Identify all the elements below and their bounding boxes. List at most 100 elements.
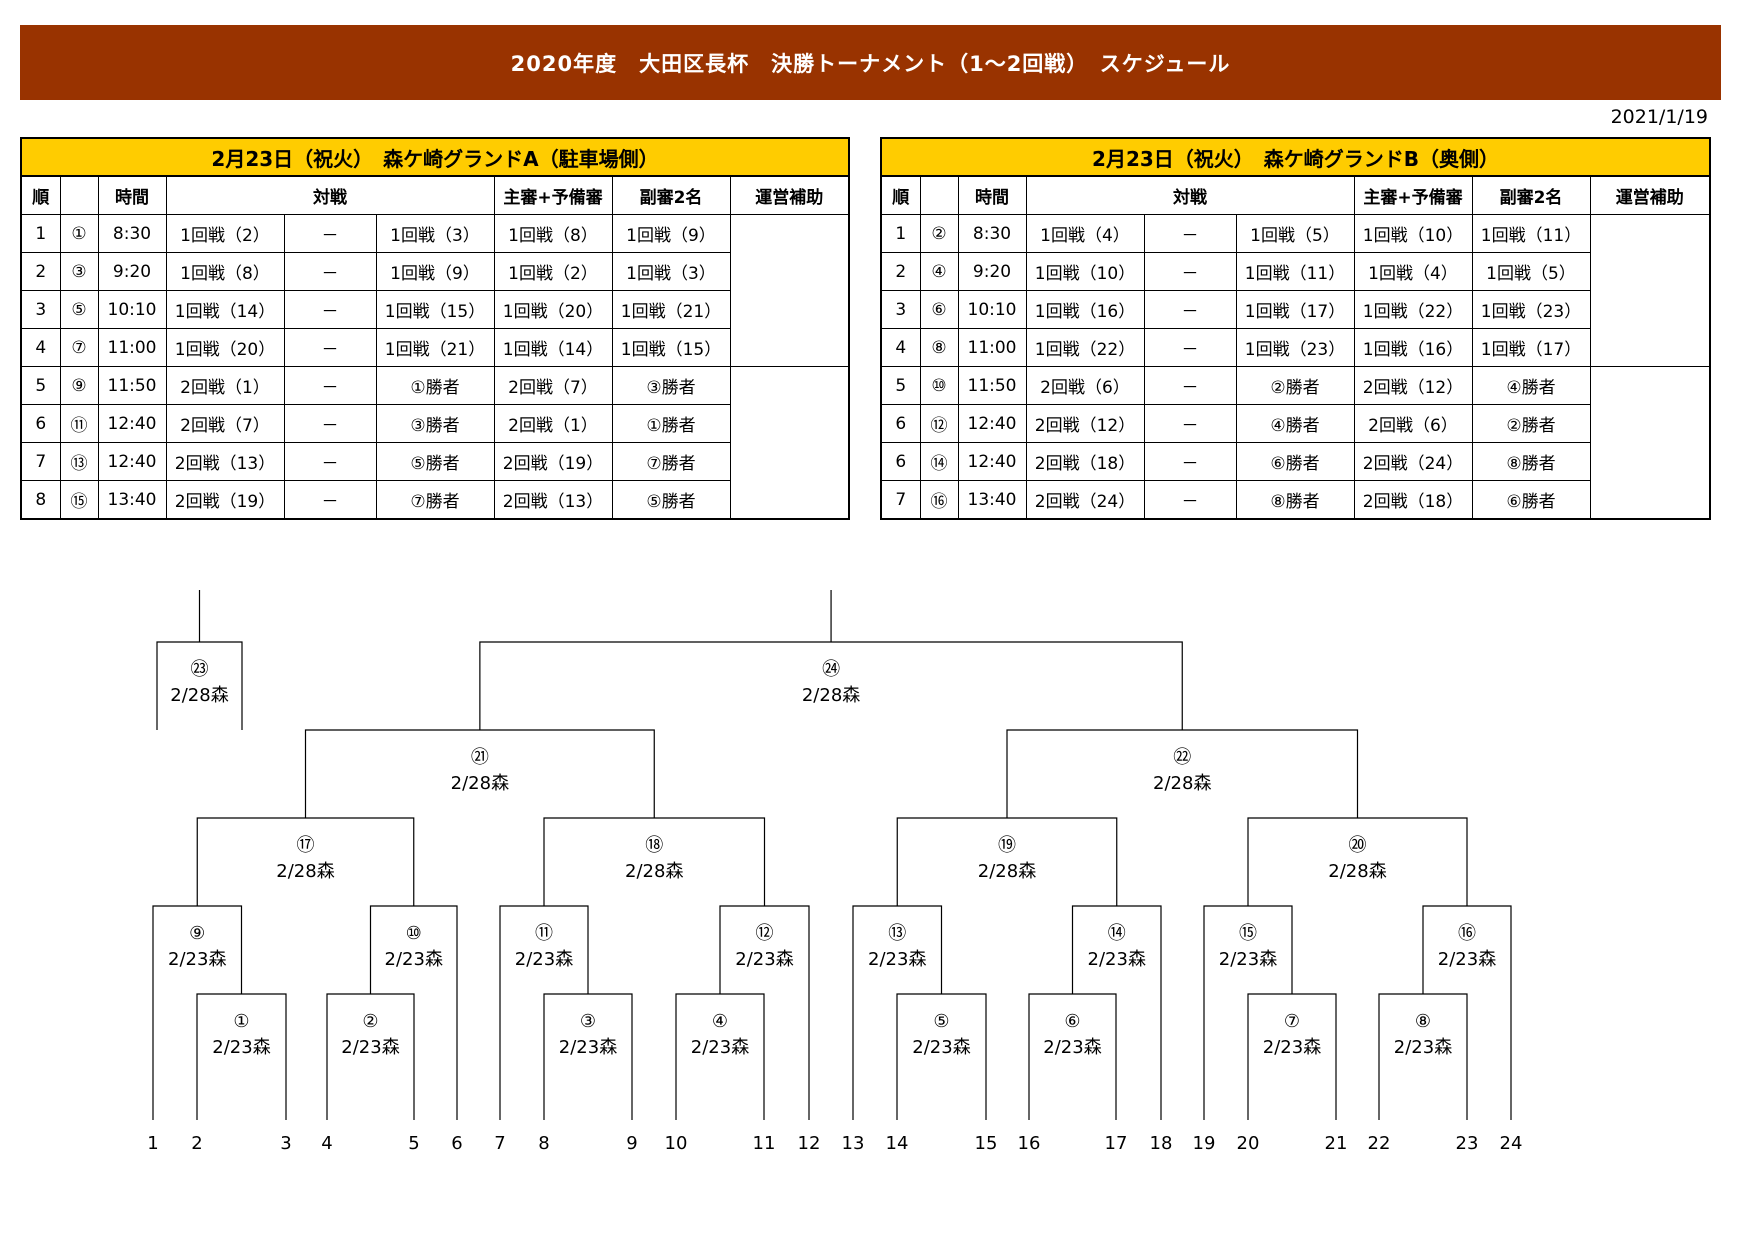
cell-match-no: ⑩	[919, 366, 959, 405]
r2-match-date: 2/23森	[168, 949, 226, 970]
cell-match-no: ①	[59, 214, 99, 253]
r2-match-number: ⑮	[1239, 923, 1257, 944]
r1-match-date: 2/23森	[912, 1037, 970, 1058]
r1-match-date: 2/23森	[1394, 1037, 1452, 1058]
entry-number: 7	[494, 1133, 505, 1150]
r4-match-number: ㉑	[471, 747, 489, 768]
r1-match-number: ③	[580, 1011, 596, 1032]
cell-team-a: 1回戦（8）	[165, 252, 285, 291]
cell-referee: 2回戦（12）	[1353, 366, 1473, 405]
header-assistants: 副審2名	[611, 175, 731, 215]
cell-assistants: ②勝者	[1471, 404, 1591, 443]
cell-team-b: 1回戦（21）	[375, 328, 495, 367]
cell-team-a: 2回戦（24）	[1025, 480, 1145, 520]
schedule-caption: 2月23日（祝火） 森ケ崎グランドA（駐車場側）	[19, 137, 851, 177]
cell-assistants: ⑦勝者	[611, 442, 731, 481]
r1-match-number: ⑤	[933, 1011, 949, 1032]
header-match: 対戦	[1025, 175, 1355, 215]
r2-match-date: 2/23森	[515, 949, 573, 970]
cell-team-b: ③勝者	[375, 404, 495, 443]
cell-team-b: 1回戦（5）	[1235, 214, 1355, 253]
cell-assistants: 1回戦（3）	[611, 252, 731, 291]
cell-order: 7	[20, 442, 61, 481]
cell-match-no: ⑦	[59, 328, 99, 367]
cell-order: 3	[880, 290, 921, 329]
schedule-table-ground-a: 2月23日（祝火） 森ケ崎グランドA（駐車場側） 順 時間 対戦 主審+予備審 …	[19, 137, 851, 520]
cell-assistants: ④勝者	[1471, 366, 1591, 405]
cell-vs: －	[283, 442, 377, 481]
cell-assistants: ①勝者	[611, 404, 731, 443]
cell-team-a: 1回戦（2）	[165, 214, 285, 253]
cell-referee: 2回戦（6）	[1353, 404, 1473, 443]
cell-assistants: 1回戦（21）	[611, 290, 731, 329]
cell-time: 11:50	[957, 366, 1027, 405]
cell-time: 11:00	[97, 328, 167, 367]
cell-team-a: 1回戦（4）	[1025, 214, 1145, 253]
cell-team-b: ②勝者	[1235, 366, 1355, 405]
cell-order: 1	[880, 214, 921, 253]
cell-support	[729, 366, 850, 520]
cell-assistants: 1回戦（5）	[1471, 252, 1591, 291]
r2-match-number: ⑨	[189, 923, 205, 944]
r4-match-date: 2/28森	[451, 773, 509, 794]
r3-match-number: ⑰	[297, 835, 315, 856]
cell-assistants: 1回戦（9）	[611, 214, 731, 253]
cell-vs: －	[283, 328, 377, 367]
r1-match-date: 2/23森	[1043, 1037, 1101, 1058]
cell-match-no: ⑫	[919, 404, 959, 443]
r2-match-date: 2/23森	[1088, 949, 1146, 970]
cell-time: 12:40	[97, 404, 167, 443]
cell-assistants: 1回戦（15）	[611, 328, 731, 367]
third-place-match-date: 2/28森	[170, 685, 228, 706]
cell-assistants: ⑥勝者	[1471, 480, 1591, 520]
r2-match-date: 2/23森	[385, 949, 443, 970]
entry-number: 6	[451, 1133, 462, 1150]
r2-match-number: ⑫	[756, 923, 774, 944]
header-assistants: 副審2名	[1471, 175, 1591, 215]
header-order: 順	[20, 175, 61, 215]
header-referee: 主審+予備審	[493, 175, 613, 215]
cell-referee: 2回戦（7）	[493, 366, 613, 405]
cell-order: 6	[880, 404, 921, 443]
cell-match-no: ⑨	[59, 366, 99, 405]
cell-match-no: ⑬	[59, 442, 99, 481]
cell-time: 12:40	[957, 442, 1027, 481]
entry-number: 5	[408, 1133, 419, 1150]
final-match-date: 2/28森	[802, 685, 860, 706]
r1-match-date: 2/23森	[1263, 1037, 1321, 1058]
cell-match-no: ⑤	[59, 290, 99, 329]
cell-referee: 1回戦（22）	[1353, 290, 1473, 329]
entry-number: 9	[626, 1133, 637, 1150]
updated-date: 2021/1/19	[1610, 106, 1708, 128]
schedule-table-ground-b: 2月23日（祝火） 森ケ崎グランドB（奥側） 順 時間 対戦 主審+予備審 副審…	[879, 137, 1712, 520]
header-time: 時間	[97, 175, 167, 215]
cell-order: 4	[880, 328, 921, 367]
r2-match-date: 2/23森	[868, 949, 926, 970]
cell-assistants: 1回戦（17）	[1471, 328, 1591, 367]
entry-number: 14	[886, 1133, 909, 1150]
cell-referee: 1回戦（4）	[1353, 252, 1473, 291]
cell-vs: －	[1143, 480, 1237, 520]
cell-time: 13:40	[97, 480, 167, 520]
cell-team-a: 2回戦（12）	[1025, 404, 1145, 443]
entry-number: 21	[1325, 1133, 1348, 1150]
r1-match-date: 2/23森	[341, 1037, 399, 1058]
final-match-number: ㉔	[822, 659, 840, 680]
header-match-no	[59, 175, 99, 215]
cell-vs: －	[1143, 290, 1237, 329]
header-match: 対戦	[165, 175, 495, 215]
r1-match-date: 2/23森	[212, 1037, 270, 1058]
cell-match-no: ④	[919, 252, 959, 291]
cell-assistants: ③勝者	[611, 366, 731, 405]
r2-match-date: 2/23森	[735, 949, 793, 970]
cell-team-b: 1回戦（11）	[1235, 252, 1355, 291]
cell-time: 12:40	[957, 404, 1027, 443]
cell-team-a: 2回戦（6）	[1025, 366, 1145, 405]
